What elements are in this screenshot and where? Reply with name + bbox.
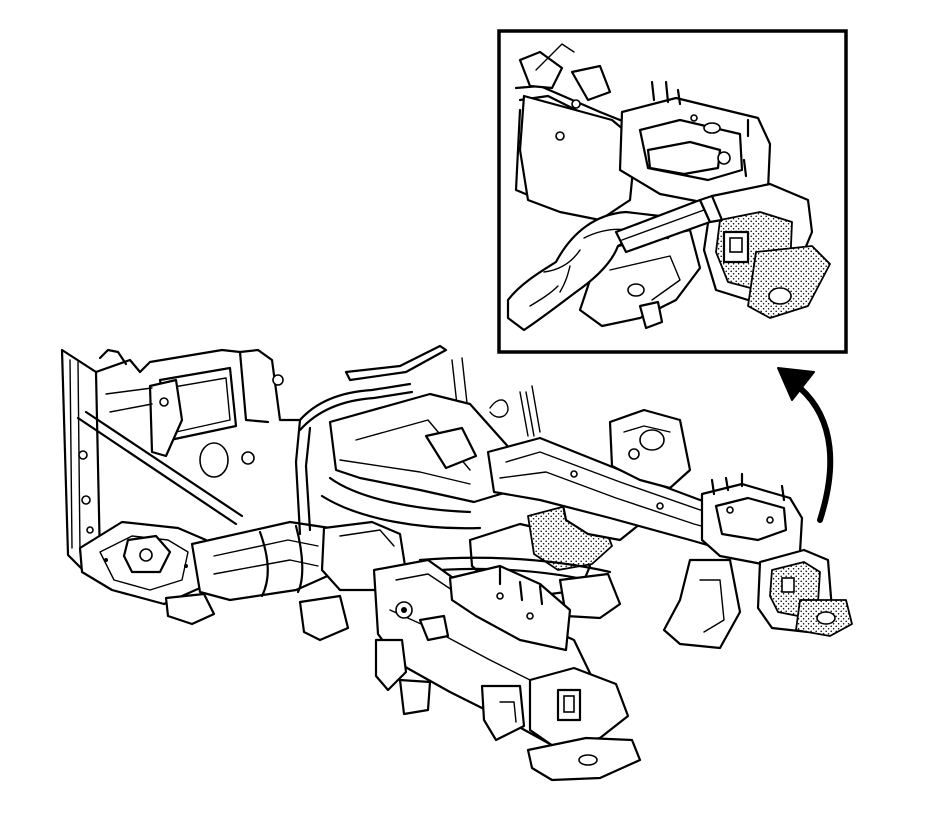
detail-inset bbox=[497, 29, 848, 354]
left-frame-rail bbox=[190, 520, 334, 602]
right-frame-rail bbox=[486, 408, 853, 650]
center-crossmember bbox=[320, 392, 522, 530]
front-frame-rail bbox=[372, 558, 642, 782]
brake-lines bbox=[294, 344, 541, 536]
vehicle-front-frame-icon bbox=[60, 344, 853, 782]
gloved-hand-detail-icon bbox=[506, 43, 831, 332]
cab-body-side bbox=[60, 348, 302, 577]
curved-arrow-icon bbox=[777, 367, 834, 523]
left-mount-pad bbox=[78, 520, 216, 626]
